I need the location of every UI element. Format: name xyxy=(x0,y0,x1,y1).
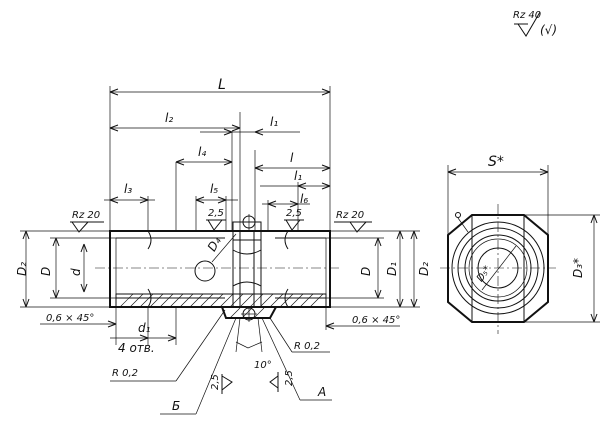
label-B: Б xyxy=(172,399,180,413)
v25-left: 2,5 xyxy=(208,208,224,219)
bottom-annotations: 0,6 × 45° d₁ 4 отв. 0,6 × 45° R 0,2 R 0,… xyxy=(40,307,400,415)
dim-D1: D₁ xyxy=(385,262,399,276)
surface-finish-value: Rz 40 xyxy=(513,10,541,21)
dim-D4: D₄ xyxy=(205,234,224,253)
dim-l4: l₄ xyxy=(198,145,206,159)
dim-L: L xyxy=(218,77,226,93)
hex-outline xyxy=(447,214,549,323)
thread-circle xyxy=(464,234,532,302)
roughness-symbols: Rz 20 2,5 2,5 Rz 20 xyxy=(70,208,372,233)
dim-d: d xyxy=(69,268,83,276)
surface-finish-symbol: Rz 40 (√) xyxy=(513,10,557,37)
chamfer-left: 0,6 × 45° xyxy=(46,313,94,324)
dim-l1-top: l₁ xyxy=(270,115,278,129)
bore-circle xyxy=(477,247,519,289)
rz20-right: Rz 20 xyxy=(336,210,364,221)
dim-l: l xyxy=(290,151,294,165)
rz20-left: Rz 20 xyxy=(72,210,100,221)
dim-S: S* xyxy=(488,154,504,170)
vertical-dimensions: D₂ D d D₄ D D₁ D₂ xyxy=(15,230,431,308)
section-hatching xyxy=(119,293,324,308)
dim-d1: d₁ xyxy=(138,321,151,335)
dim-D2-right: D₂ xyxy=(417,262,431,276)
dim-l6: l₆ xyxy=(300,192,308,206)
front-view xyxy=(95,214,340,322)
outer-circle xyxy=(451,221,545,315)
dim-D2-left: D₂ xyxy=(15,262,29,276)
angle-label: 10° xyxy=(254,360,272,371)
holes-count: 4 отв. xyxy=(118,341,155,355)
v25-bottom-left: 2,5 xyxy=(210,374,221,390)
dim-D3: D₃* xyxy=(571,258,585,278)
v25-right: 2,5 xyxy=(286,208,302,219)
dim-l5: l₅ xyxy=(210,182,218,196)
roughness-check-icon xyxy=(517,11,541,37)
label-A: А xyxy=(317,385,326,399)
middle-circle xyxy=(457,227,539,309)
r02-left: R 0,2 xyxy=(112,368,138,379)
bottom-nut xyxy=(221,306,277,319)
dim-l1-right: l₁ xyxy=(294,169,302,183)
dim-D-left: D xyxy=(39,267,53,276)
side-hole-circle xyxy=(194,260,216,282)
dim-l3: l₃ xyxy=(124,182,132,196)
surface-finish-note: (√) xyxy=(540,23,557,37)
horizontal-dimensions: L l₂ l₁ l₄ l l₁ l₃ l₅ l₆ xyxy=(104,77,331,231)
r02-right: R 0,2 xyxy=(294,341,320,352)
dim-l2: l₂ xyxy=(165,111,173,125)
chamfer-right: 0,6 × 45° xyxy=(352,315,400,326)
dim-D-right: D xyxy=(359,267,373,276)
side-view: D₅* S* D₃* xyxy=(440,154,600,334)
